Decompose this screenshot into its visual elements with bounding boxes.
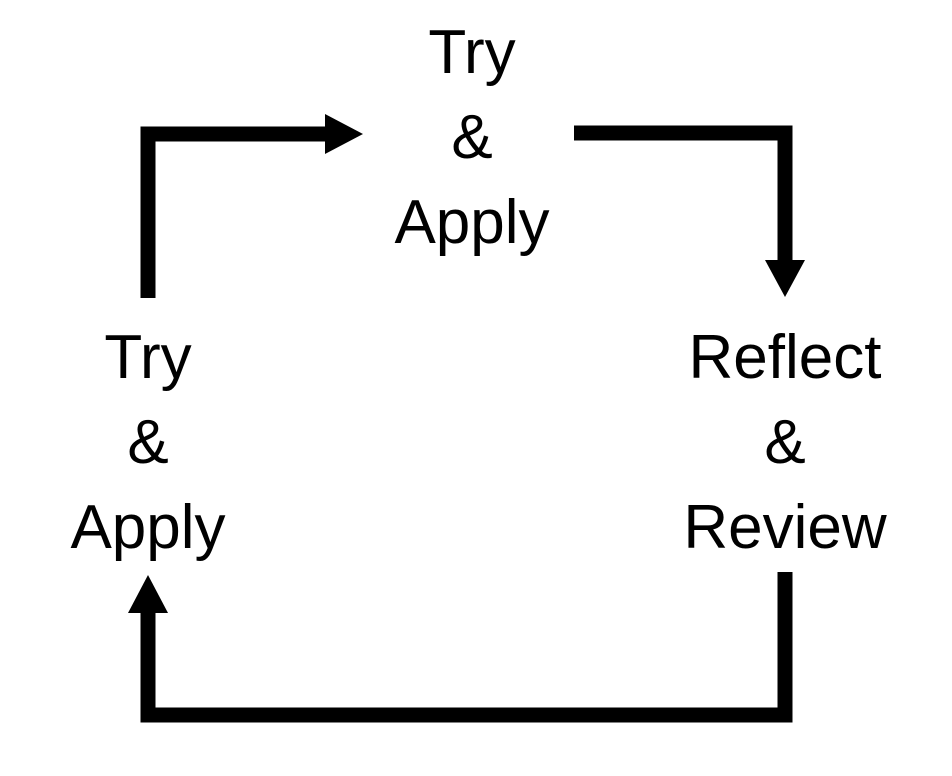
node-right-line-2: & <box>764 408 806 477</box>
node-top-line-2: & <box>451 103 493 172</box>
node-right-line-3: Review <box>683 493 887 562</box>
arrow-left-to-top <box>140 114 363 298</box>
node-left-line-1: Try <box>104 323 192 392</box>
arrow-left-to-top-shaft <box>140 126 330 298</box>
arrow-top-to-right-shaft <box>574 125 793 265</box>
arrow-right-to-left-shaft <box>140 572 793 723</box>
node-top-line-1: Try <box>428 18 516 87</box>
node-label-left: Try & Apply <box>0 315 348 570</box>
arrow-left-to-top-head <box>325 114 363 154</box>
node-right-line-1: Reflect <box>688 323 882 392</box>
node-left-line-3: Apply <box>70 493 226 562</box>
arrow-right-to-left <box>128 572 793 723</box>
node-label-right: Reflect & Review <box>585 315 952 570</box>
node-label-top: Try & Apply <box>272 10 672 265</box>
node-top-line-3: Apply <box>394 188 550 257</box>
node-left-line-2: & <box>127 408 169 477</box>
arrow-top-to-right <box>574 125 805 297</box>
arrow-right-to-left-head <box>128 575 168 613</box>
arrow-top-to-right-head <box>765 260 805 297</box>
